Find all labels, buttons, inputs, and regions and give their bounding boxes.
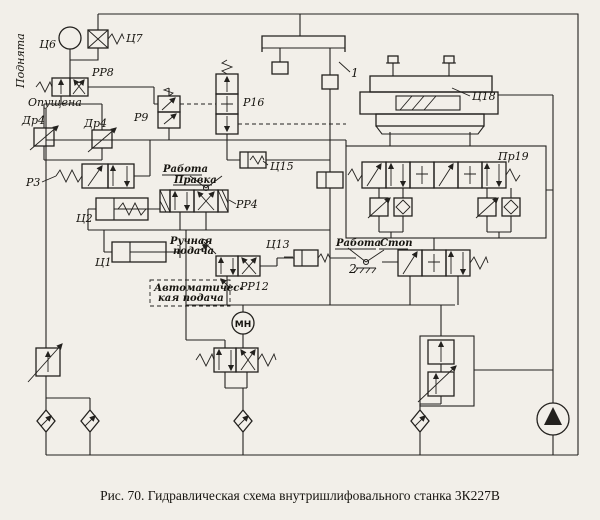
label-ruchnaya-1: Ручная xyxy=(169,236,212,247)
relief-valve-left xyxy=(27,343,63,383)
valve-pp8 xyxy=(35,77,89,97)
valve-bottom-center xyxy=(195,347,277,373)
bracket-assembly-1 xyxy=(261,35,351,90)
label-p16: Р16 xyxy=(242,96,264,109)
machine-table-c18 xyxy=(359,55,499,135)
throttle-dr4-a xyxy=(29,125,59,151)
valve-stop-rabota xyxy=(397,249,489,277)
label-pp8: РР8 xyxy=(91,66,114,79)
label-dr4-b: Др4 xyxy=(83,117,107,130)
valve-block-pr19 xyxy=(345,145,547,239)
label-pp12: РР12 xyxy=(239,280,269,293)
valve-pp4 xyxy=(159,174,237,213)
valve-p9 xyxy=(157,87,181,129)
filter-3 xyxy=(233,408,253,434)
label-1: 1 xyxy=(351,66,359,80)
valve-p16 xyxy=(215,59,239,135)
valve-p3 xyxy=(41,163,135,189)
cylinder-c15 xyxy=(239,151,269,169)
pilot-cylinder-center xyxy=(316,171,344,189)
label-pr19: Пр19 xyxy=(497,150,529,163)
valve-c7 xyxy=(87,29,125,49)
auto-feed-callout xyxy=(149,244,231,307)
valve-bottom-right xyxy=(417,335,475,407)
label-c1: Ц1 xyxy=(95,256,112,269)
label-stop: Стоп xyxy=(380,238,412,249)
figure-caption: Рис. 70. Гидравлическая схема внутришлиф… xyxy=(100,488,500,503)
label-c7: Ц7 xyxy=(126,32,143,45)
label-avto-2: кая подача xyxy=(158,293,224,304)
lever-2 xyxy=(335,247,408,274)
label-c2: Ц2 xyxy=(76,212,93,225)
label-mn: МН xyxy=(235,320,252,330)
label-2: 2 xyxy=(348,262,357,276)
label-dr4-a: Др4 xyxy=(21,114,45,127)
label-podnyata: Поднята xyxy=(14,33,27,89)
piping-network xyxy=(43,13,579,456)
label-pravka: Правка xyxy=(173,175,217,186)
label-opuschena: Опущена xyxy=(28,96,82,109)
label-p3: Р3 xyxy=(25,176,40,189)
label-c13: Ц13 xyxy=(266,238,290,251)
cylinder-c1 xyxy=(111,241,181,263)
cylinder-c13 xyxy=(284,249,331,267)
label-c6: Ц6 xyxy=(39,38,56,51)
pump xyxy=(536,402,570,436)
label-rabota-a: Работа xyxy=(162,164,208,175)
filter-1 xyxy=(36,408,56,434)
label-pp4: РР4 xyxy=(235,198,258,211)
cylinder-c2 xyxy=(95,197,160,221)
filter-2 xyxy=(80,408,100,434)
filter-4 xyxy=(410,408,430,434)
label-p9: Р9 xyxy=(133,111,148,124)
text-labels: Поднята Ц6 Ц7 РР8 Опущена Др4 Др4 Р9 Р16… xyxy=(14,32,529,330)
label-ruchnaya-2: подача xyxy=(173,246,214,257)
label-c18: Ц18 xyxy=(472,90,496,103)
throttle-dr4-b xyxy=(87,127,117,153)
label-avto-1: Автоматичес- xyxy=(153,283,244,294)
manometer-mn xyxy=(231,311,255,335)
label-rabota-b: Работа xyxy=(335,238,381,249)
valve-pp12 xyxy=(200,238,261,277)
gauge-cylinder-c6 xyxy=(58,26,82,50)
label-c15: Ц15 xyxy=(270,160,294,173)
